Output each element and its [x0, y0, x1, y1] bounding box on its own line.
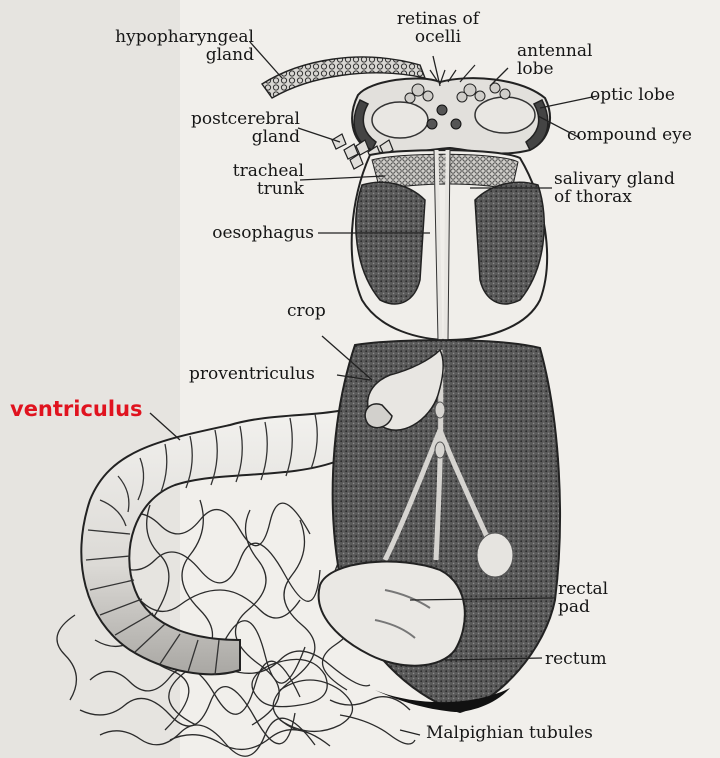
label-line: postcerebral: [150, 110, 300, 128]
label-line: gland: [86, 46, 254, 64]
label-line: retinas of: [378, 10, 498, 28]
label-line: pad: [558, 598, 608, 616]
label-oesophagus: oesophagus: [168, 224, 314, 242]
label-line: ocelli: [378, 28, 498, 46]
label-salivary-gland-of-thorax: salivary gland of thorax: [554, 170, 675, 206]
label-tracheal-trunk: tracheal trunk: [180, 162, 304, 198]
label-crop: crop: [287, 302, 326, 320]
label-rectal-pad: rectal pad: [558, 580, 608, 616]
label-line: lobe: [517, 60, 592, 78]
label-line: gland: [150, 128, 300, 146]
label-line: antennal: [517, 42, 592, 60]
label-hypopharyngeal-gland: hypopharyngeal gland: [86, 28, 254, 64]
label-line: tracheal: [180, 162, 304, 180]
label-malpighian-tubules: Malpighian tubules: [426, 724, 593, 742]
label-line: rectal: [558, 580, 608, 598]
optic-lobe-left: [372, 102, 428, 138]
rectal-pad-second: [477, 533, 513, 577]
label-antennal-lobe: antennal lobe: [517, 42, 592, 78]
label-proventriculus: proventriculus: [189, 365, 315, 383]
label-postcerebral-gland: postcerebral gland: [150, 110, 300, 146]
label-rectum: rectum: [545, 650, 607, 668]
label-line: trunk: [180, 180, 304, 198]
rectal-pad-drawing: [319, 562, 465, 666]
label-line: of thorax: [554, 188, 675, 206]
label-line: hypopharyngeal: [86, 28, 254, 46]
label-optic-lobe: optic lobe: [590, 86, 675, 104]
label-ventriculus-highlight: ventriculus: [10, 400, 143, 418]
label-line: salivary gland: [554, 170, 675, 188]
label-retinas-of-ocelli: retinas of ocelli: [378, 10, 498, 46]
label-compound-eye: compound eye: [567, 126, 692, 144]
optic-lobe-right: [475, 97, 535, 133]
